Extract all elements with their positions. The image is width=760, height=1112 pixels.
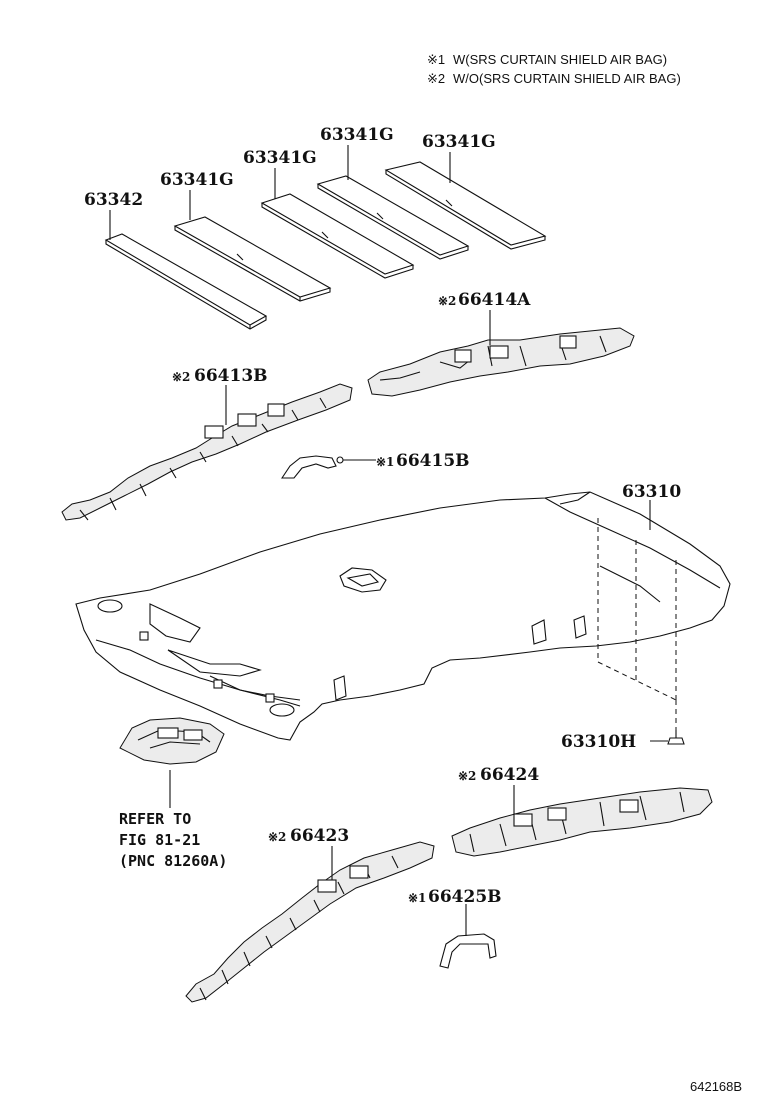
label-63341g-1: 63341G [160,170,234,190]
label-66415b: 66415B [396,451,470,471]
pad-63342 [104,233,268,330]
pad-63341g-1 [173,216,332,302]
note-1-mark: ※1 [427,52,445,67]
label-66414a: 66414A [458,290,531,310]
label-66424: 66424 [480,765,539,785]
label-66415b-mark: ※1 [376,455,394,469]
label-66423-mark: ※2 [268,830,286,844]
refer-line-1: REFER TO [119,810,191,828]
padding-66413b [61,383,353,521]
label-63310: 63310 [622,482,681,502]
label-66413b: 66413B [194,366,268,386]
pad-63341g-4 [384,161,547,250]
label-66424-mark: ※2 [458,769,476,783]
label-66425b: 66425B [428,887,502,907]
label-63341g-2: 63341G [243,148,317,168]
label-63342: 63342 [84,190,143,210]
padding-66423 [185,841,435,1003]
padding-66424 [451,787,713,857]
note-1-text: W(SRS CURTAIN SHIELD AIR BAG) [453,52,667,67]
figure-code: 642168B [690,1079,742,1094]
pad-63341g-3 [316,175,470,260]
refer-line-2: FIG 81-21 [119,831,200,849]
clip-63310h [667,730,685,745]
clip-66415b [280,455,344,479]
note-2-mark: ※2 [427,71,445,86]
label-66423: 66423 [290,826,349,846]
note-2-text: W/O(SRS CURTAIN SHIELD AIR BAG) [453,71,681,86]
label-66413b-mark: ※2 [172,370,190,384]
label-66425b-mark: ※1 [408,891,426,905]
label-63310h: 63310H [561,732,636,752]
clip-66425b [439,933,497,969]
refer-line-3: (PNC 81260A) [119,852,227,870]
headliner-63310 [75,491,731,741]
label-63341g-3: 63341G [320,125,394,145]
pad-63341g-2 [260,193,415,279]
map-lamp-assembly [119,717,225,765]
padding-66414a [367,327,635,397]
label-66414a-mark: ※2 [438,294,456,308]
label-63341g-4: 63341G [422,132,496,152]
